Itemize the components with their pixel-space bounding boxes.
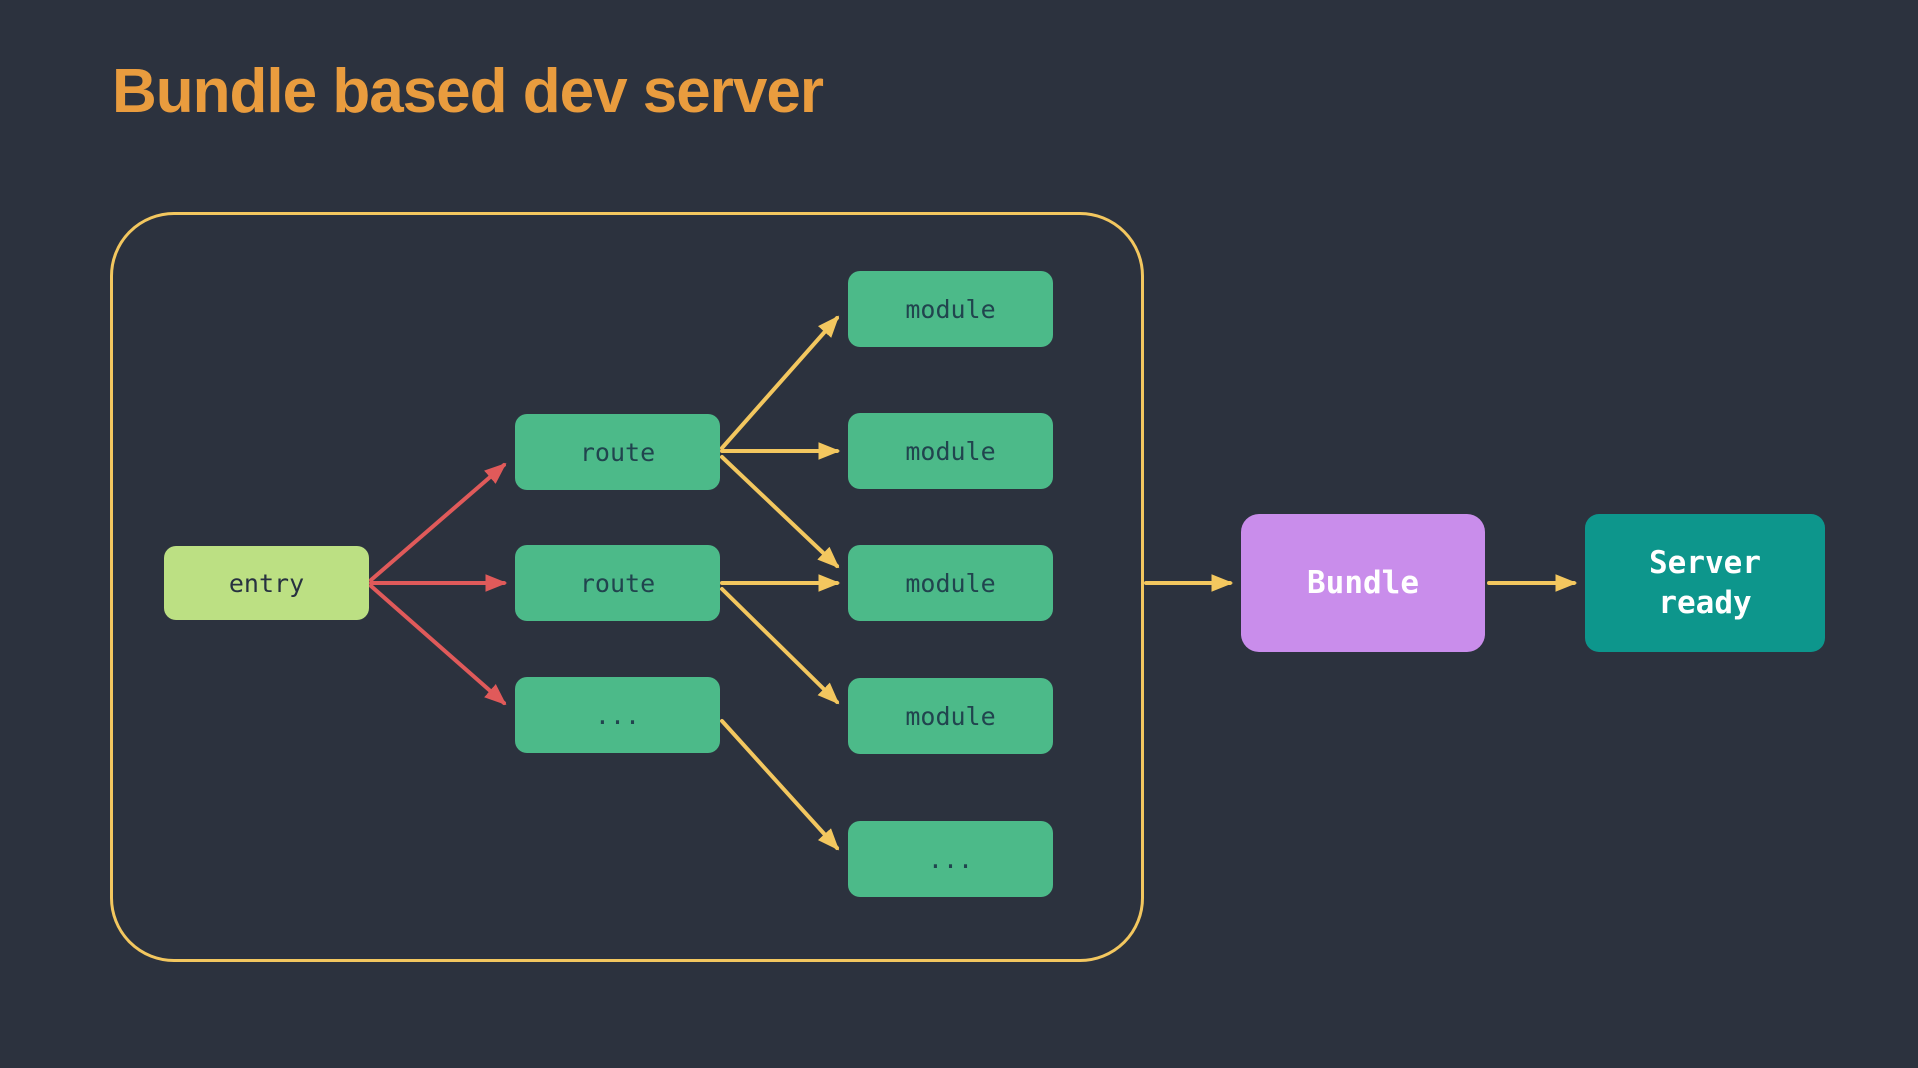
node-route-1-label: route: [579, 437, 656, 467]
node-module-4: module: [848, 678, 1053, 754]
node-bundle-label: Bundle: [1307, 565, 1419, 601]
node-entry-label: entry: [228, 568, 305, 598]
node-module-4-label: module: [905, 701, 996, 731]
node-module-1-label: module: [905, 294, 996, 324]
node-route-1: route: [515, 414, 720, 490]
node-route-ellipsis: ...: [515, 677, 720, 753]
node-module-ellipsis-label: ...: [927, 844, 974, 874]
node-module-2: module: [848, 413, 1053, 489]
node-server-ready-label: Server ready: [1649, 544, 1761, 621]
node-module-ellipsis: ...: [848, 821, 1053, 897]
node-bundle: Bundle: [1241, 514, 1485, 652]
node-server-ready: Server ready: [1585, 514, 1825, 652]
node-entry: entry: [164, 546, 369, 620]
node-module-3: module: [848, 545, 1053, 621]
node-module-2-label: module: [905, 436, 996, 466]
diagram-title: Bundle based dev server: [112, 57, 824, 126]
node-route-2: route: [515, 545, 720, 621]
node-route-ellipsis-label: ...: [594, 700, 641, 730]
dev-server-boundary-box: [110, 212, 1144, 962]
node-route-2-label: route: [579, 568, 656, 598]
node-module-3-label: module: [905, 568, 996, 598]
node-module-1: module: [848, 271, 1053, 347]
